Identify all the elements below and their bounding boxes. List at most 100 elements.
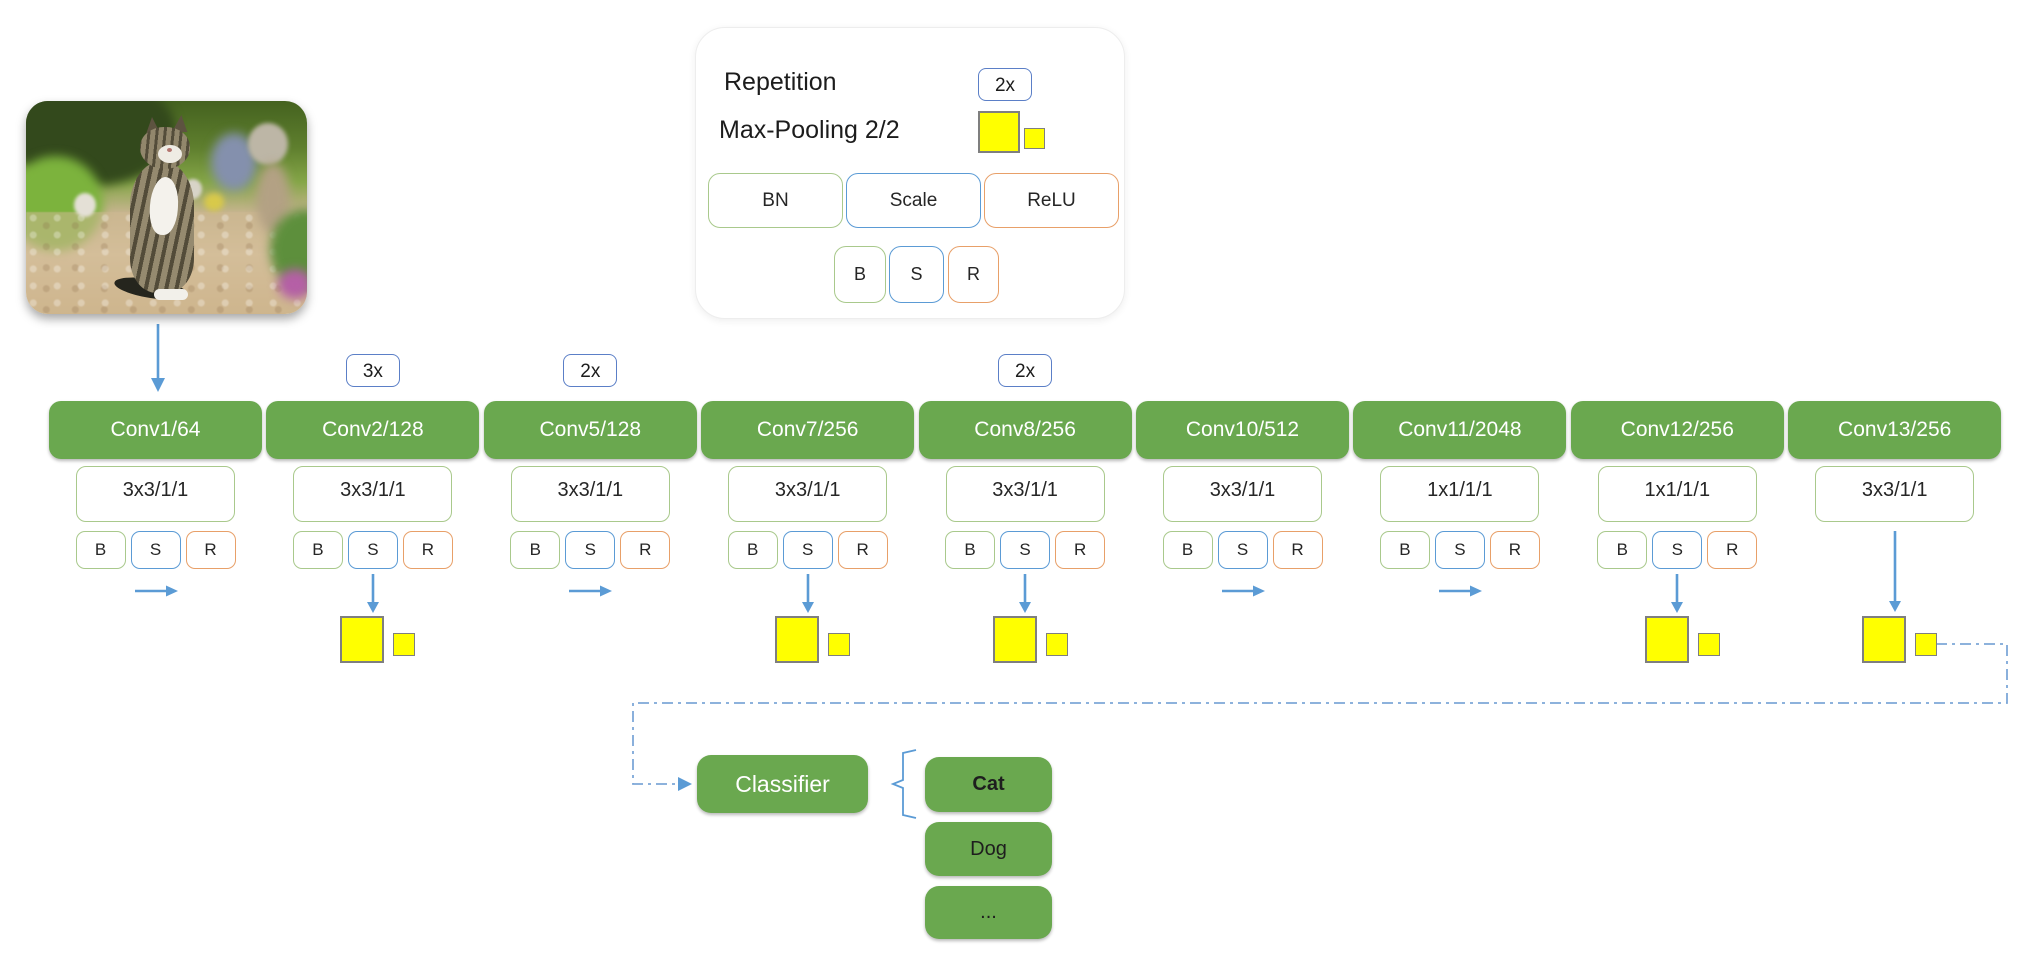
batchnorm-abbrev-label: B xyxy=(1399,540,1411,559)
conv-block: Conv5/128 xyxy=(483,401,697,459)
relu-abbrev-box: R xyxy=(402,531,453,569)
conv-column: Conv12/256 1x1/1/1 B S R xyxy=(1570,354,1784,714)
conv-column: Conv13/256 3x3/1/1 xyxy=(1788,354,2002,714)
kernel-params-label: 1x1/1/1 xyxy=(1427,478,1493,501)
scale-abbrev-label: S xyxy=(910,264,923,284)
scale-abbrev-label: S xyxy=(1454,540,1466,559)
relu-box: ReLU xyxy=(984,173,1119,228)
kernel-params-label: 3x3/1/1 xyxy=(774,478,841,501)
scale-abbrev-label: S xyxy=(1671,540,1683,559)
brace-icon xyxy=(890,749,917,819)
bsr-row: B S R xyxy=(1353,531,1566,569)
kernel-params-label: 3x3/1/1 xyxy=(1209,478,1276,501)
kernel-params-label: 3x3/1/1 xyxy=(992,478,1058,501)
maxpool-large-square xyxy=(1644,616,1689,663)
conv-label: Conv13/256 xyxy=(1838,418,1952,441)
batchnorm-abbrev-label: B xyxy=(1181,540,1194,559)
classifier-block: Classifier xyxy=(697,755,868,813)
maxpool-large-square xyxy=(1862,616,1907,663)
batchnorm-abbrev-box: B xyxy=(834,246,886,303)
relu-abbrev-box: R xyxy=(1272,531,1323,569)
maxpool-large-square xyxy=(775,616,820,663)
class-block-etc: ... xyxy=(925,886,1052,939)
kernel-params-box: 1x1/1/1 xyxy=(1380,466,1540,522)
kernel-params-box: 3x3/1/1 xyxy=(76,466,235,522)
maxpool-small-square xyxy=(1915,633,1938,656)
conv-block: Conv2/128 xyxy=(266,401,480,459)
kernel-params-box: 3x3/1/1 xyxy=(1163,466,1322,522)
maxpool-small-square xyxy=(393,633,416,656)
kernel-params-label: 3x3/1/1 xyxy=(557,478,624,501)
conv-label: Conv8/256 xyxy=(974,418,1076,441)
scale-abbrev-label: S xyxy=(149,540,162,559)
bsr-row: B S R xyxy=(701,531,914,569)
kernel-params-box: 3x3/1/1 xyxy=(1815,466,1975,522)
repetition-badge-label: 3x xyxy=(362,361,383,382)
kernel-params-label: 1x1/1/1 xyxy=(1644,478,1711,501)
kernel-params-box: 3x3/1/1 xyxy=(510,466,670,522)
bsr-row: B S R xyxy=(1136,531,1349,569)
input-cat-photo xyxy=(26,101,307,314)
maxpool-small-square xyxy=(828,633,851,656)
scale-abbrev-box: S xyxy=(889,246,944,303)
down-arrow-icon xyxy=(1671,574,1684,613)
conv-label: Conv1/64 xyxy=(110,418,201,441)
maxpool-large-square xyxy=(978,111,1020,153)
conv-label: Conv12/256 xyxy=(1620,418,1734,441)
repetition-badge: 2x xyxy=(978,68,1032,101)
batchnorm-abbrev-box: B xyxy=(727,531,778,569)
scale-abbrev-label: S xyxy=(584,540,596,559)
bsr-row: B S R xyxy=(919,531,1132,569)
scale-abbrev-box: S xyxy=(1434,531,1485,569)
conv-block: Conv1/64 xyxy=(49,401,262,459)
conv-label: Conv5/128 xyxy=(539,418,642,441)
purple-flowers xyxy=(278,269,307,299)
repetition-badge-label: 2x xyxy=(994,75,1016,96)
bsr-row: B S R xyxy=(484,531,697,569)
repetition-badge: 2x xyxy=(998,354,1053,387)
right-arrow-icon xyxy=(569,585,613,597)
class-block-dog: Dog xyxy=(925,822,1052,876)
class-label: Dog xyxy=(970,837,1007,860)
repetition-label: Repetition xyxy=(724,68,837,96)
right-arrow-icon xyxy=(678,777,692,791)
relu-abbrev-label: R xyxy=(967,264,980,284)
right-arrow-icon xyxy=(1221,585,1265,597)
relu-abbrev-label: R xyxy=(204,540,217,559)
kernel-params-label: 3x3/1/1 xyxy=(122,478,189,501)
repetition-badge: 2x xyxy=(563,354,618,387)
conv-block: Conv13/256 xyxy=(1788,401,2002,459)
down-arrow-icon xyxy=(801,574,814,613)
classifier-label: Classifier xyxy=(735,770,830,797)
scale-abbrev-box: S xyxy=(130,531,181,569)
scale-abbrev-box: S xyxy=(1652,531,1703,569)
maxpool-large-square xyxy=(992,616,1037,663)
batchnorm-abbrev-label: B xyxy=(747,540,759,559)
kernel-params-label: 3x3/1/1 xyxy=(1861,478,1928,501)
conv-label: Conv10/512 xyxy=(1185,418,1300,441)
batchnorm-abbrev-label: B xyxy=(964,540,976,559)
bsr-row: B S R xyxy=(49,531,262,569)
conv-column: 2x Conv5/128 3x3/1/1 B S R xyxy=(483,354,697,714)
relu-abbrev-label: R xyxy=(856,540,869,559)
relu-abbrev-box: R xyxy=(620,531,671,569)
conv-label: Conv7/256 xyxy=(756,418,859,441)
maxpool-small-square xyxy=(1697,633,1720,656)
batchnorm-abbrev-box: B xyxy=(510,531,561,569)
batchnorm-abbrev-label: B xyxy=(529,540,541,559)
stone-sphere xyxy=(248,123,288,165)
conv-column: Conv1/64 3x3/1/1 B S R xyxy=(49,354,262,714)
kernel-params-label: 3x3/1/1 xyxy=(340,478,406,501)
relu-abbrev-box: R xyxy=(948,246,999,303)
maxpool-small-square xyxy=(1045,633,1068,656)
legend-panel: Repetition 2x Max-Pooling 2/2 BN Scale R… xyxy=(695,27,1125,319)
batchnorm-label: BN xyxy=(762,189,789,211)
conv-block: Conv11/2048 xyxy=(1353,401,1567,459)
batchnorm-abbrev-box: B xyxy=(1597,531,1648,569)
relu-label: ReLU xyxy=(1027,189,1076,211)
conv-block: Conv8/256 xyxy=(918,401,1132,459)
batchnorm-abbrev-label: B xyxy=(94,540,107,559)
maxpool-small-square xyxy=(1024,128,1045,149)
kernel-params-box: 1x1/1/1 xyxy=(1597,466,1757,522)
